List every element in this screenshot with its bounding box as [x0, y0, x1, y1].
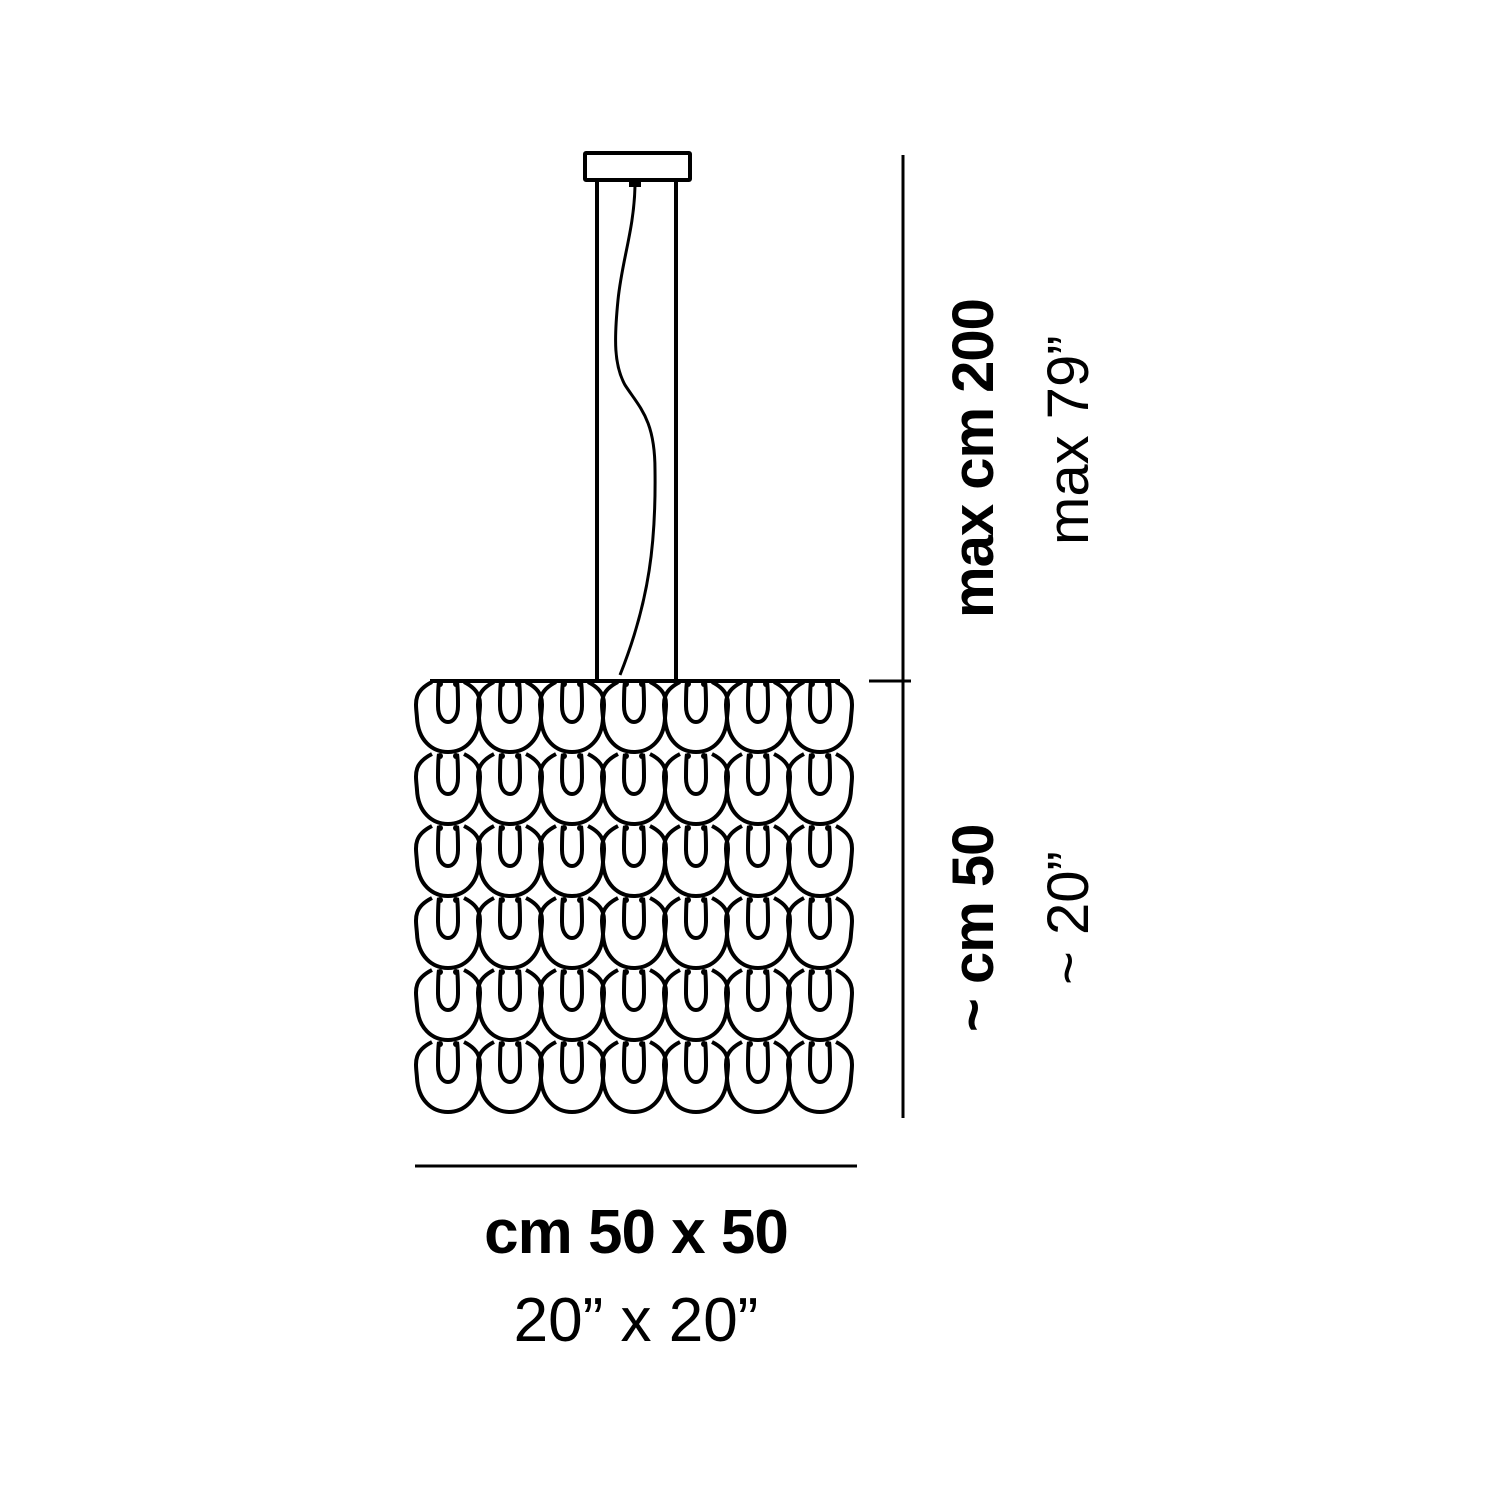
- overall-height-imperial-label: max 79”: [1036, 335, 1101, 545]
- overall-height-metric-label: max cm 200: [941, 299, 1006, 618]
- ceiling-canopy: [583, 151, 692, 182]
- body-height-imperial-label: ~ 20”: [1036, 851, 1101, 985]
- glass-drop-grid: [414, 679, 854, 1114]
- width-depth-metric-label: cm 50 x 50: [484, 1198, 789, 1267]
- cable-clamp: [629, 180, 641, 187]
- body-height-metric-label: ~ cm 50: [941, 824, 1006, 1032]
- width-depth-imperial-label: 20” x 20”: [513, 1286, 759, 1355]
- power-cable: [614, 185, 657, 676]
